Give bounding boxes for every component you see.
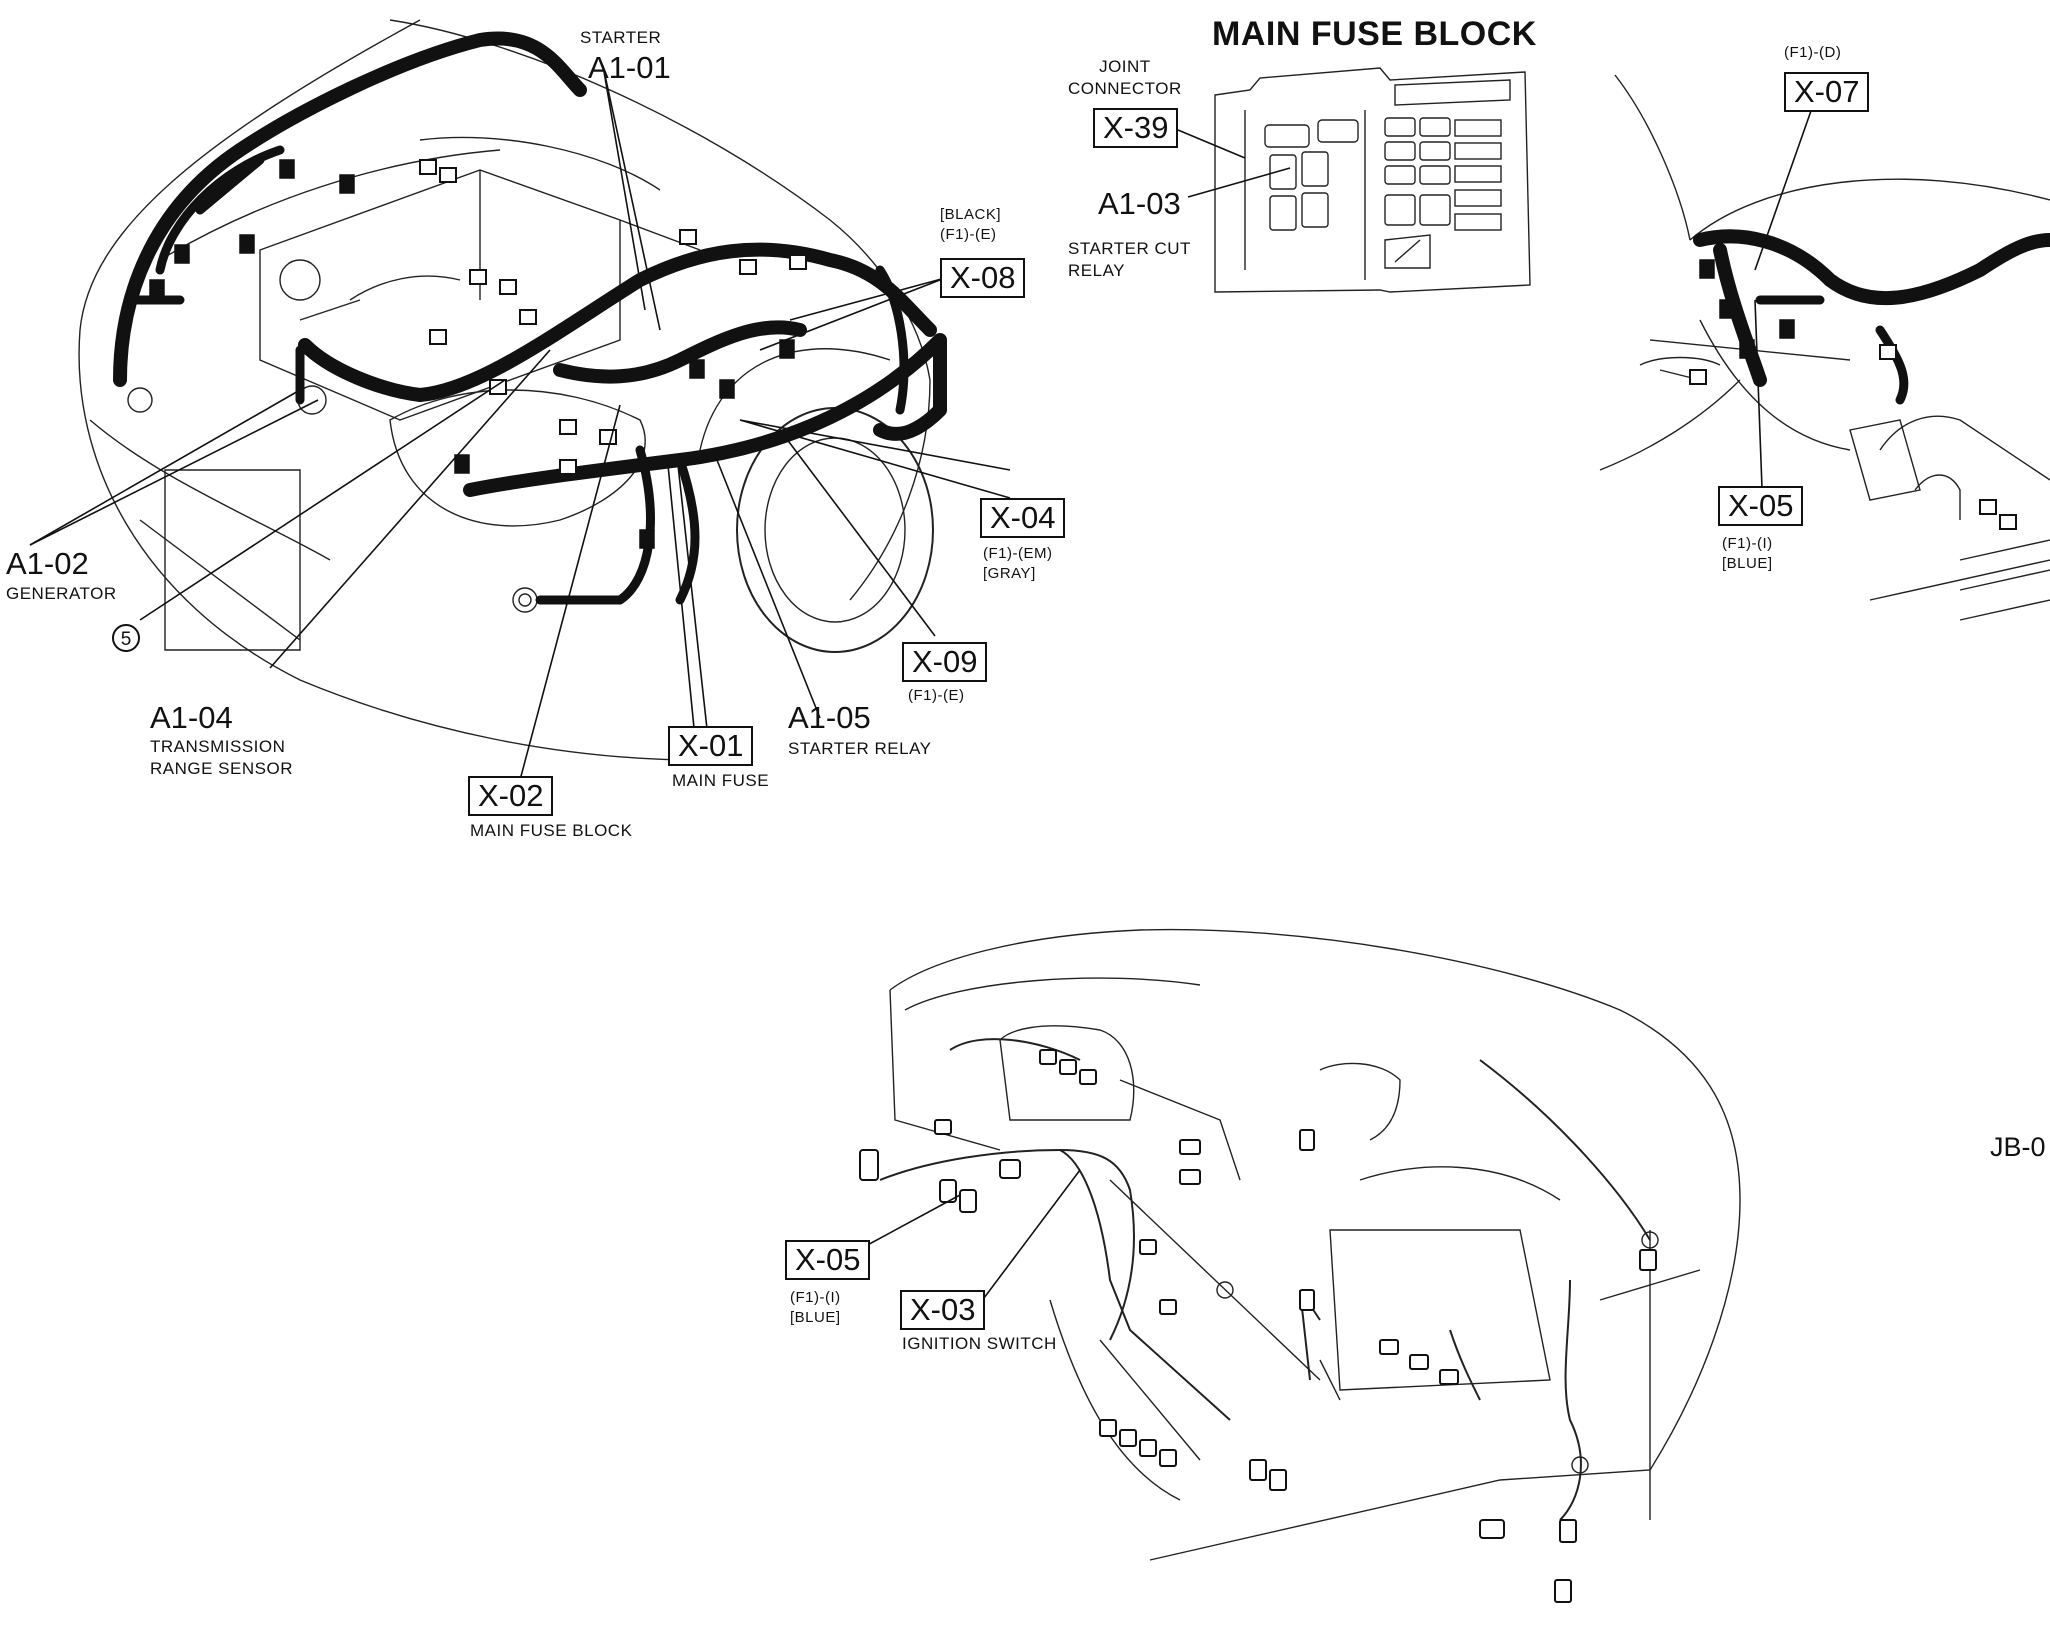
connector-code-x04: X-04 [980,498,1066,538]
dashboard-leader-lines [861,1169,1081,1311]
starter-cut-relay-label: STARTER CUT RELAY [1068,239,1191,281]
dashboard-drawing [859,928,1741,1603]
engine-compartment-drawing [78,19,947,761]
engine-leader-lines [29,65,1011,781]
main-fuse-block-label: MAIN FUSE BLOCK [470,821,633,840]
fuse-block-leader-lines [1177,129,1291,198]
x05-interior-note: (F1)-(I) [BLUE] [1722,535,1773,572]
x05-dashboard-note: (F1)-(I) [BLUE] [790,1289,841,1326]
connector-code-a102: A1-02 [6,546,89,581]
connector-code-x01: X-01 [668,726,754,766]
connector-code-x09: X-09 [902,642,988,682]
connector-code-a101: A1-01 [588,50,671,85]
connector-code-x07: X-07 [1784,72,1870,112]
connector-code-x08: X-08 [940,258,1026,298]
fuse-block-drawing [1214,67,1531,293]
generator-label: GENERATOR [6,584,117,603]
reference-circle-5: 5 [112,624,140,652]
x09-note: (F1)-(E) [908,687,965,704]
starter-relay-label: STARTER RELAY [788,739,932,758]
connector-code-x05-dashboard: X-05 [785,1240,871,1280]
ignition-switch-label: IGNITION SWITCH [902,1334,1057,1353]
fuse-block-title: MAIN FUSE BLOCK [1212,15,1537,53]
connector-code-a104: A1-04 [150,700,233,735]
connector-code-x03: X-03 [900,1290,986,1330]
x08-note: [BLACK] (F1)-(E) [940,206,1002,243]
connector-code-a103: A1-03 [1098,186,1181,221]
connector-code-x39: X-39 [1093,108,1179,148]
joint-connector-label: JOINT CONNECTOR [1068,57,1182,99]
connector-code-x02: X-02 [468,776,554,816]
interior-leader-lines [1754,107,1813,489]
main-fuse-label: MAIN FUSE [672,771,770,790]
starter-label: STARTER [580,28,662,47]
transmission-range-sensor-label: TRANSMISSION RANGE SENSOR [150,737,293,779]
connector-code-x05-interior: X-05 [1718,486,1804,526]
connector-code-a105: A1-05 [788,700,871,735]
jb-cutoff-label: JB-0 [1990,1132,2046,1162]
x04-note: (F1)-(EM) [GRAY] [983,545,1053,582]
x07-note: (F1)-(D) [1784,44,1842,61]
interior-drawing [1599,74,2050,621]
